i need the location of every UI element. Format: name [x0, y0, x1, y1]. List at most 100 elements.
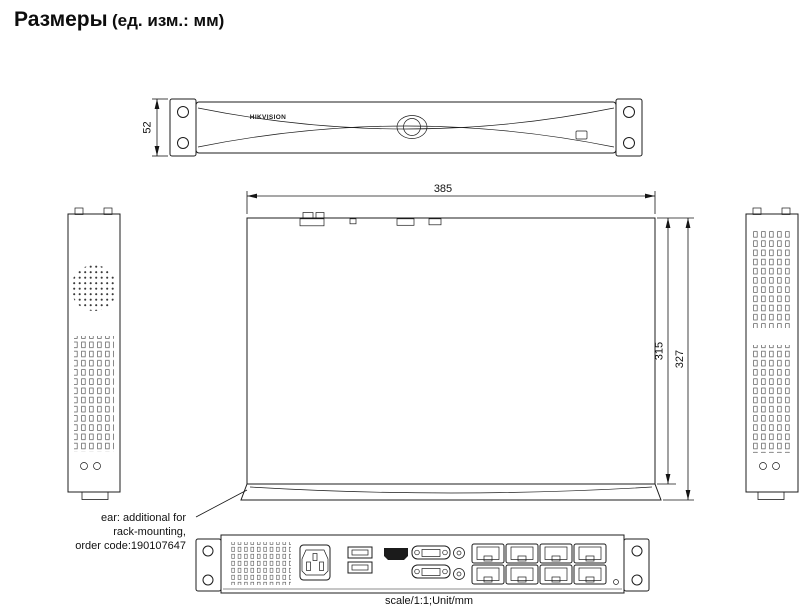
top-rear-connector — [428, 218, 442, 226]
dim-327-label: 327 — [674, 350, 686, 368]
dim-385-label: 385 — [434, 183, 452, 195]
rj45-inner — [510, 567, 534, 581]
usb-tongue — [351, 564, 369, 571]
front-ir-window-inner — [403, 118, 421, 136]
screw-hole — [759, 462, 767, 470]
page-title: Размеры (ед. изм.: мм) — [14, 8, 224, 32]
speaker-grille — [71, 265, 117, 311]
rj45-inner — [510, 546, 534, 560]
left-side-tab — [103, 207, 113, 215]
rj45-tab — [585, 576, 595, 583]
rj45-port — [471, 564, 505, 585]
dim-52-label: 52 — [142, 121, 154, 133]
power-inlet-cup — [301, 549, 329, 576]
usb-port — [347, 561, 373, 574]
hdmi-port — [384, 548, 408, 560]
rear-view — [195, 534, 650, 594]
serial-screw — [442, 568, 448, 575]
right-side-tab — [752, 207, 762, 215]
rear-left-ear-hole — [202, 545, 214, 557]
rj45-inner — [578, 567, 602, 581]
front-usb-port — [575, 130, 588, 140]
rj45-inner — [544, 567, 568, 581]
rj45-port — [471, 543, 505, 564]
ear-note-line1: ear: additional for — [101, 512, 186, 524]
rj45-port — [539, 564, 573, 585]
rj45-tab — [517, 555, 527, 562]
rj45-port — [573, 564, 607, 585]
dim-depth-total: 327 — [663, 218, 694, 501]
front-left-ear — [169, 98, 197, 157]
power-inlet — [299, 544, 331, 581]
front-right-ear-hole — [623, 137, 635, 149]
rj45-port — [505, 543, 539, 564]
audio-jack — [453, 568, 465, 580]
left-side-foot — [81, 491, 109, 500]
rear-panel-body — [220, 534, 625, 594]
rear-left-ear — [195, 538, 222, 592]
vga-screw — [442, 549, 448, 556]
top-rear-tab — [315, 212, 325, 219]
audio-jack — [453, 547, 465, 559]
vga-screw — [414, 549, 420, 556]
rear-right-ear — [623, 538, 650, 592]
top-rear-connector — [349, 218, 357, 225]
left-side-tab — [74, 207, 84, 215]
dim-front-height: 52 — [142, 98, 168, 157]
top-front-flare — [240, 483, 662, 501]
front-panel-body — [195, 101, 617, 154]
vent-grid — [753, 345, 791, 453]
rj45-tab — [483, 555, 493, 562]
right-side-tab — [781, 207, 791, 215]
front-panel-curve — [197, 125, 615, 148]
serial-inner — [421, 568, 441, 576]
rear-right-ear-hole — [631, 545, 643, 557]
ear-annotation: ear: additional for rack-mounting, order… — [75, 489, 248, 552]
left-side-view — [67, 207, 121, 500]
scale-note: scale/1:1;Unit/mm — [385, 595, 473, 607]
top-rear-connector — [299, 218, 325, 227]
front-ir-window — [396, 115, 428, 139]
rj45-tab — [551, 576, 561, 583]
audio-jack-pin — [456, 571, 462, 577]
dim-depth-body: 315 — [654, 217, 694, 485]
front-right-ear — [615, 98, 643, 157]
rj45-tab — [517, 576, 527, 583]
vga-inner — [421, 549, 441, 557]
top-body — [246, 217, 656, 485]
serial-screw — [414, 568, 420, 575]
top-rear-tab — [302, 212, 314, 219]
rear-vent-grid — [229, 542, 291, 585]
power-pin — [319, 561, 324, 571]
right-side-foot — [757, 491, 785, 500]
front-left-ear-hole — [177, 137, 189, 149]
vent-grid — [753, 230, 791, 328]
rj45-tab — [551, 555, 561, 562]
top-view — [240, 212, 662, 501]
audio-jack-pin — [456, 550, 462, 556]
dim-315-label: 315 — [654, 342, 666, 360]
ear-note-line3: order code:190107647 — [75, 540, 186, 552]
leader-line — [195, 489, 248, 518]
power-pin — [312, 553, 318, 561]
vent-grid — [74, 336, 114, 452]
screw-hole — [772, 462, 780, 470]
rear-right-ear-hole — [631, 574, 643, 586]
rj45-inner — [476, 546, 500, 560]
page-title-unit: (ед. изм.: мм) — [112, 11, 225, 30]
front-left-ear-hole — [177, 106, 189, 118]
ear-note-line2: rack-mounting, — [113, 526, 186, 538]
rj45-port — [539, 543, 573, 564]
usb-port — [347, 546, 373, 559]
dim-width: 385 — [246, 183, 656, 214]
vga-port — [411, 545, 451, 560]
rear-left-ear-hole — [202, 574, 214, 586]
brand-logo: HIKVISION — [250, 114, 286, 121]
ground-screw — [613, 579, 619, 585]
front-right-ear-hole — [623, 106, 635, 118]
rj45-port — [573, 543, 607, 564]
rj45-inner — [578, 546, 602, 560]
rj45-inner — [544, 546, 568, 560]
top-rear-connector — [396, 218, 415, 226]
